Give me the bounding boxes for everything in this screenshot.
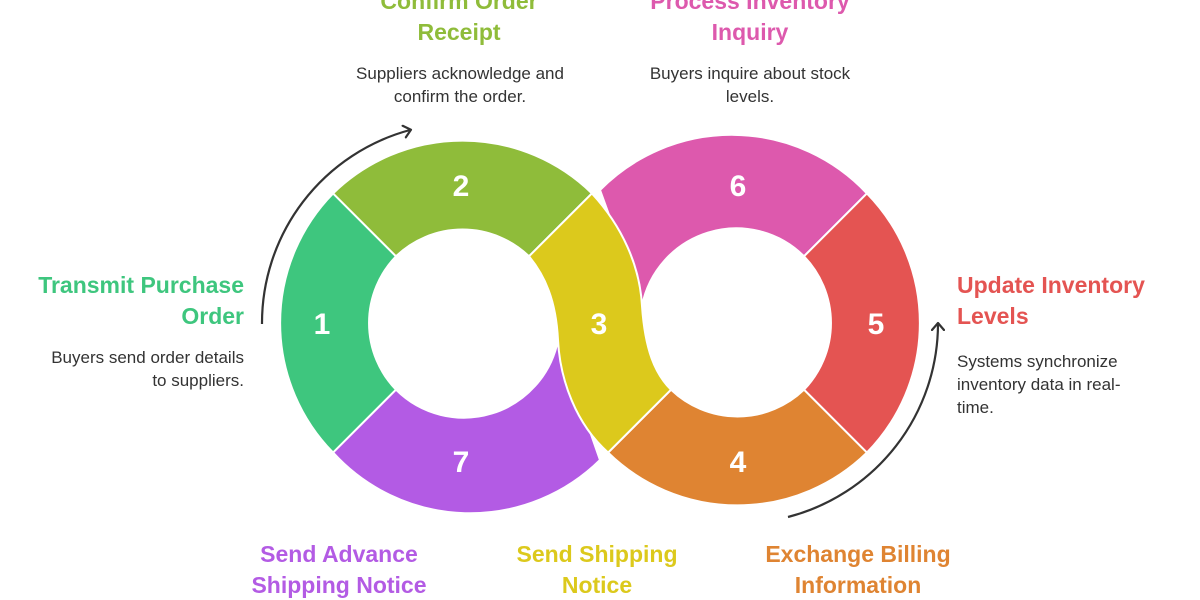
step-4-title: Exchange Billing Information xyxy=(765,541,951,598)
step-1-title: Transmit Purchase Order xyxy=(38,272,244,329)
segment-2-number: 2 xyxy=(453,170,470,203)
step-7-title: Send Advance Shipping Notice xyxy=(251,541,427,598)
segment-3-number: 3 xyxy=(591,308,608,341)
segment-4 xyxy=(606,388,869,507)
segment-2 xyxy=(331,139,594,258)
segment-5 xyxy=(802,191,921,455)
step-6-description: Buyers inquire about stock levels. xyxy=(649,64,851,106)
step-5-title: Update Inventory Levels xyxy=(957,272,1145,329)
segment-3 xyxy=(527,191,673,454)
step-3-title: Send Shipping Notice xyxy=(516,541,678,598)
step-5-description: Systems synchronize inventory data in re… xyxy=(957,352,1121,417)
step-2-description: Suppliers acknowledge and confirm the or… xyxy=(356,64,564,106)
step-6-title: Process Inventory Inquiry xyxy=(650,0,850,45)
segment-7-number: 7 xyxy=(453,446,470,479)
flow-arrow-left-icon xyxy=(260,130,410,325)
segment-1-number: 1 xyxy=(314,308,331,341)
flow-arrow-right-icon xyxy=(787,324,938,519)
step-1-description: Buyers send order details to suppliers. xyxy=(51,348,244,390)
segment-6-number: 6 xyxy=(730,170,747,203)
segment-4-number: 4 xyxy=(730,446,747,479)
segment-5-number: 5 xyxy=(868,308,885,341)
step-2-title: Confirm Order Receipt xyxy=(380,0,538,45)
segment-1 xyxy=(279,191,398,455)
